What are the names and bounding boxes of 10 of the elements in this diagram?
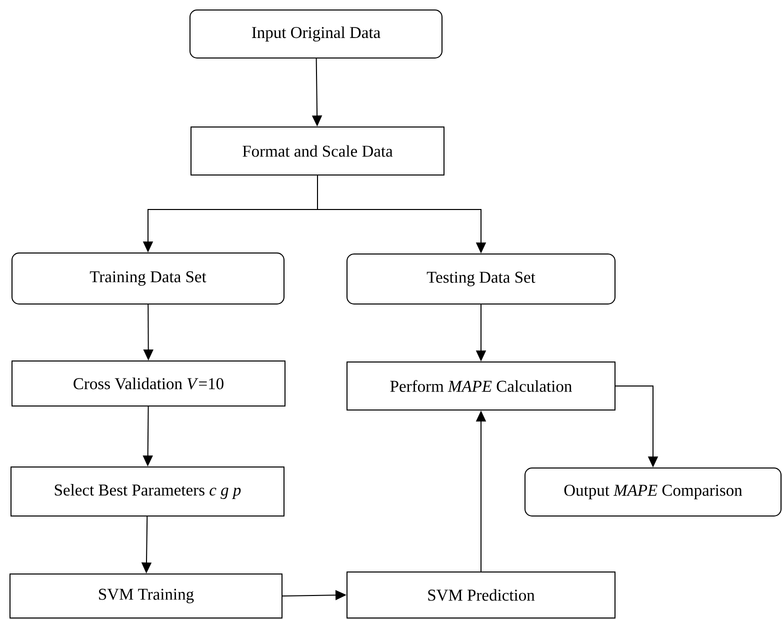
rounded-box: Testing Data Set — [346, 254, 616, 304]
process-box: Perform MAPE Calculation — [346, 362, 616, 410]
process-box: SVM Prediction — [346, 572, 616, 618]
rounded-box: Training Data Set — [12, 252, 284, 304]
process-box: Cross Validation V=10 — [12, 360, 286, 406]
process-box: Select Best Parameters c g p — [10, 466, 284, 516]
rounded-box: Output MAPE Comparison — [524, 468, 782, 516]
process-box: SVM Training — [10, 574, 282, 618]
rounded-box: Input Original Data — [190, 10, 442, 58]
process-box: Format and Scale Data — [190, 126, 444, 176]
